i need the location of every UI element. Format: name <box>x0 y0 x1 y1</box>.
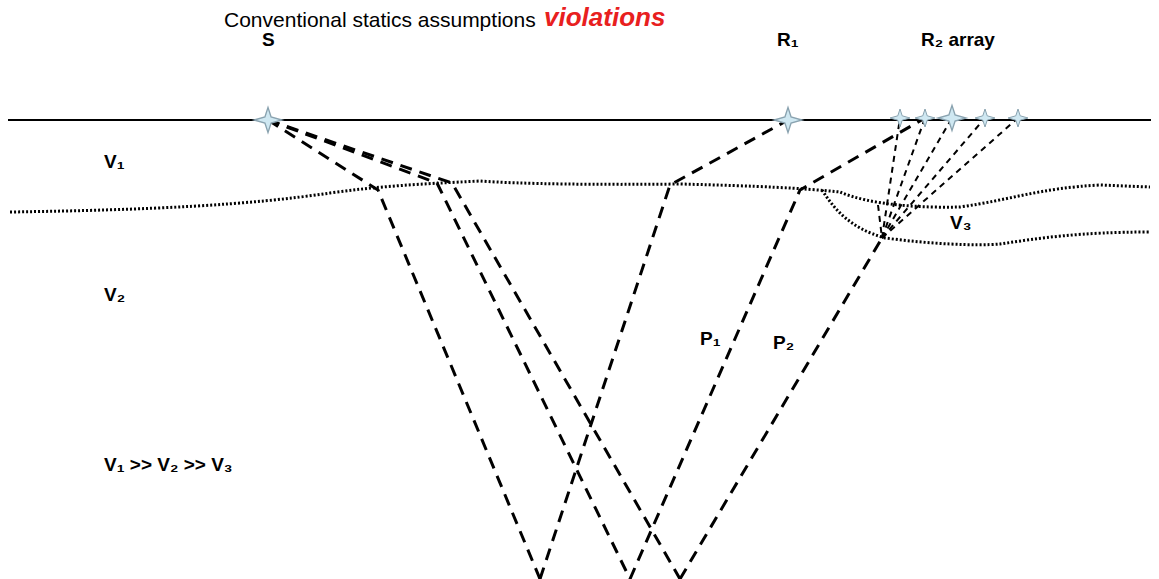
array-rays <box>878 118 1018 238</box>
path-label: P₂ <box>773 333 794 354</box>
layer-velocity: V₃ <box>950 213 971 234</box>
lens-boundary <box>822 190 1150 245</box>
path-label: P₁ <box>700 329 721 350</box>
layer-velocity: V₂ <box>104 285 125 306</box>
title-emphasis: violations <box>544 3 665 32</box>
layer-velocity: V₁ <box>104 152 125 173</box>
ray-paths <box>268 118 925 579</box>
diagram-title: Conventional statics assumptions <box>224 8 536 31</box>
velocity-relation: V₁ >> V₂ >> V₃ <box>104 455 233 476</box>
station-markers <box>254 105 1028 132</box>
interface-line <box>10 181 1150 212</box>
station-label: S <box>262 30 275 51</box>
station-label: R₂ array <box>921 30 995 51</box>
station-label: R₁ <box>777 30 799 51</box>
